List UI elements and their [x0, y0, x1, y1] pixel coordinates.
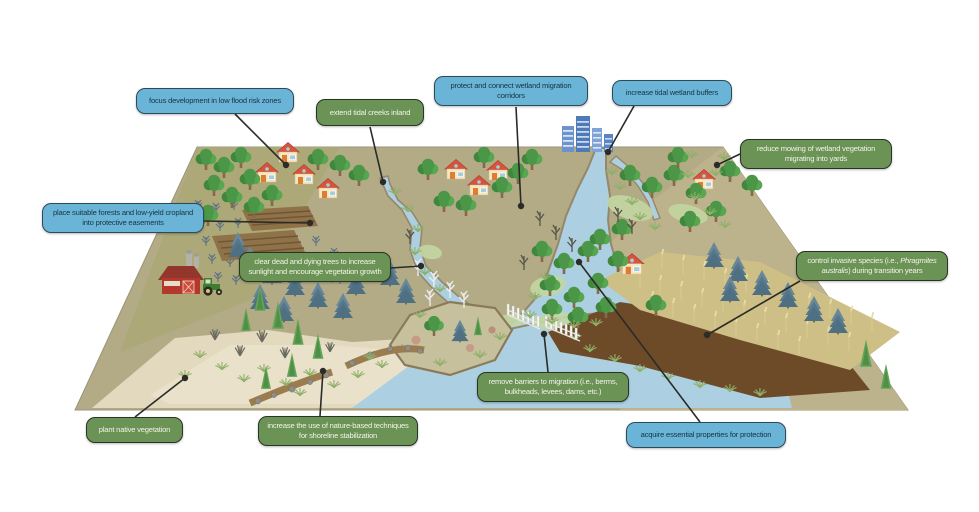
label-text: place suitable forests and low-yield cro…	[52, 208, 193, 227]
city-buildings	[562, 116, 613, 152]
leader-extend-tidal-creeks	[369, 126, 387, 186]
label-acquire-properties: acquire essential properties for protect…	[626, 422, 786, 448]
leader-focus-development	[234, 113, 290, 169]
phragmites-reeds	[600, 248, 900, 370]
rock-sill	[248, 344, 425, 407]
label-clear-dead-trees: clear dead and dying trees to increase s…	[239, 252, 391, 282]
label-plant-native-vegetation: plant native vegetation	[86, 417, 183, 443]
leader-nature-based	[319, 367, 327, 417]
label-protect-connect-corridors: protect and connect wetland migration co…	[434, 76, 588, 106]
label-text: remove barriers to migration (i.e., berm…	[488, 377, 618, 396]
leader-control-invasive	[703, 280, 801, 339]
label-text: protect and connect wetland migration co…	[450, 81, 572, 100]
leader-reduce-mowing	[713, 153, 741, 169]
label-text: acquire essential properties for protect…	[640, 430, 772, 440]
east-tidal-creek	[608, 155, 661, 221]
label-increase-tidal-buffers: increase tidal wetland buffers	[612, 80, 732, 106]
leader-clear-trees	[390, 262, 425, 270]
leader-easements	[203, 219, 314, 227]
tractor	[203, 278, 223, 296]
label-remove-barriers: remove barriers to migration (i.e., berm…	[477, 372, 629, 402]
label-text: increase the use of nature-based techniq…	[267, 421, 409, 440]
label-text: plant native vegetation	[98, 425, 171, 435]
label-control-invasive-species: control invasive species (i.e., Phragmit…	[796, 251, 948, 281]
leader-lines	[134, 105, 801, 423]
label-protective-easements: place suitable forests and low-yield cro…	[42, 203, 204, 233]
label-text: clear dead and dying trees to increase s…	[248, 257, 382, 276]
label-nature-based-shoreline: increase the use of nature-based techniq…	[258, 416, 418, 446]
red-barn	[158, 250, 204, 294]
label-extend-tidal-creeks: extend tidal creeks inland	[316, 99, 424, 126]
label-text: focus development in low flood risk zone…	[149, 96, 281, 106]
label-text: reduce mowing of wetland vegetation migr…	[756, 144, 876, 163]
label-text: increase tidal wetland buffers	[625, 88, 719, 98]
leader-plant-native	[134, 374, 189, 418]
mud-flat	[548, 302, 870, 398]
label-text: control invasive species (i.e., Phragmit…	[807, 256, 937, 275]
leader-remove-barriers	[540, 330, 549, 373]
island	[388, 300, 514, 377]
label-focus-development: focus development in low flood risk zone…	[136, 88, 294, 114]
leader-acquire-properties	[575, 258, 701, 423]
label-text: extend tidal creeks inland	[329, 107, 411, 117]
leader-protect-corridors	[515, 106, 525, 210]
label-reduce-mowing: reduce mowing of wetland vegetation migr…	[740, 139, 892, 169]
leader-increase-buffers	[604, 105, 635, 156]
